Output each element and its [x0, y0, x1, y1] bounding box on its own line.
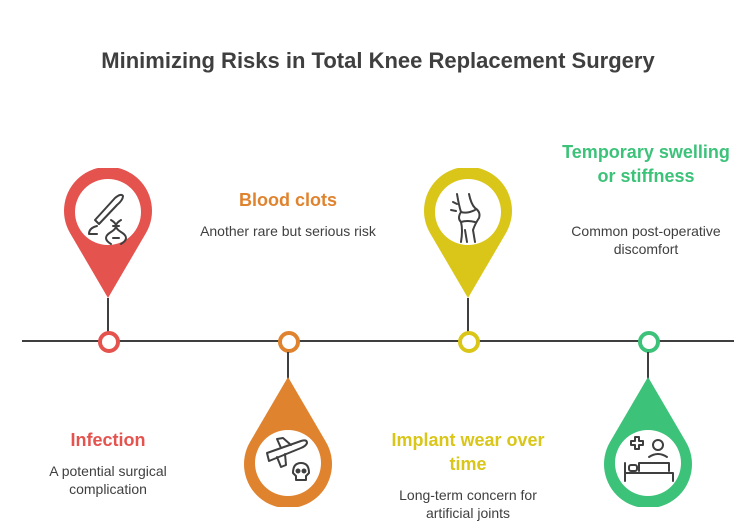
blood-clots-node	[278, 331, 300, 353]
infection-stem	[107, 298, 109, 332]
knee-joint-icon	[450, 193, 481, 243]
patient-bed-icon	[624, 436, 674, 482]
infection-label: Infection	[70, 430, 146, 450]
blood-clots-label: Blood clots	[239, 190, 337, 210]
infection-node	[98, 331, 120, 353]
implant-wear-pin	[424, 168, 512, 298]
page-title: Minimizing Risks in Total Knee Replaceme…	[101, 48, 655, 73]
implant-wear-stem	[467, 298, 469, 332]
airplane-skull-icon	[266, 437, 310, 481]
infection-pin	[64, 168, 152, 298]
implant-wear-description: Long-term concern for artificial joints	[399, 487, 537, 521]
blood-clots-stem	[287, 352, 289, 382]
swelling-pin	[604, 377, 692, 507]
infection-description: A potential surgical complication	[49, 463, 167, 497]
implant-wear-label: Implant wear over time	[391, 430, 545, 474]
timeline-line	[22, 340, 734, 342]
implant-wear-node	[458, 331, 480, 353]
swelling-stem	[647, 352, 649, 382]
blood-clots-pin	[244, 377, 332, 507]
swelling-node	[638, 331, 660, 353]
swelling-description: Common post-operative discomfort	[571, 223, 721, 257]
swelling-label: Temporary swelling or stiffness	[562, 142, 730, 186]
scalpel-dna-icon	[88, 193, 127, 245]
blood-clots-description: Another rare but serious risk	[200, 223, 376, 239]
